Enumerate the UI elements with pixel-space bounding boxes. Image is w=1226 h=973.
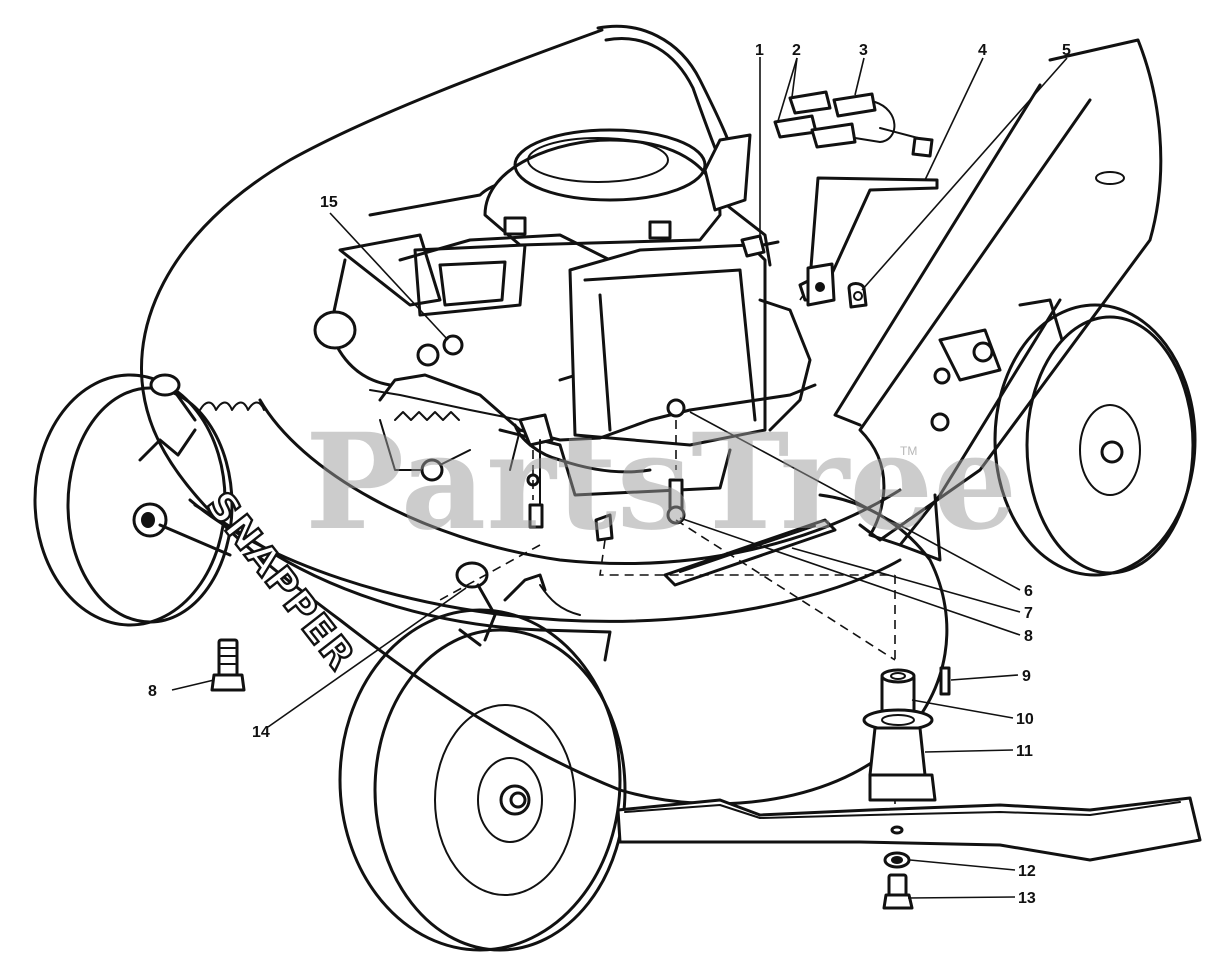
callout-labels: 1 2 3 4 5 6 7 8 8 9 10 11 12 13 14 15 (148, 42, 1071, 907)
mower-deck (140, 28, 949, 806)
callout-7: 7 (1024, 605, 1033, 622)
callout-10: 10 (1016, 711, 1034, 728)
callout-8-left: 8 (148, 683, 157, 700)
front-left-wheel (33, 373, 234, 627)
callout-8-right: 8 (1024, 628, 1033, 645)
deck-hardware (518, 398, 837, 587)
blade-assembly (616, 666, 1202, 910)
callout-1: 1 (755, 42, 764, 59)
callout-5: 5 (1062, 42, 1071, 59)
callout-13: 13 (1018, 890, 1036, 907)
callout-15: 15 (320, 194, 338, 211)
callout-2: 2 (792, 42, 801, 59)
bolt-8-left (210, 638, 246, 692)
height-adjuster-left (138, 373, 265, 462)
engine (313, 128, 812, 497)
height-adjuster-right (455, 561, 547, 647)
callout-9: 9 (1022, 668, 1031, 685)
callout-11: 11 (1016, 743, 1033, 760)
starter-cable (596, 24, 752, 212)
watermark-text: PartsTree (305, 405, 1017, 560)
front-right-wheel (338, 608, 627, 952)
callout-3: 3 (859, 42, 868, 59)
callout-12: 12 (1018, 863, 1036, 880)
small-parts-top (740, 90, 939, 309)
rear-right-wheel (993, 298, 1197, 577)
callout-4: 4 (978, 42, 987, 59)
callout-6: 6 (1024, 583, 1033, 600)
callout-14: 14 (252, 724, 270, 741)
leader-lines (171, 57, 1068, 899)
watermark-trademark: TM (900, 444, 917, 458)
throttle-linkage (378, 334, 817, 482)
mower-handle (833, 38, 1163, 562)
watermark: PartsTree TM (305, 405, 1017, 560)
